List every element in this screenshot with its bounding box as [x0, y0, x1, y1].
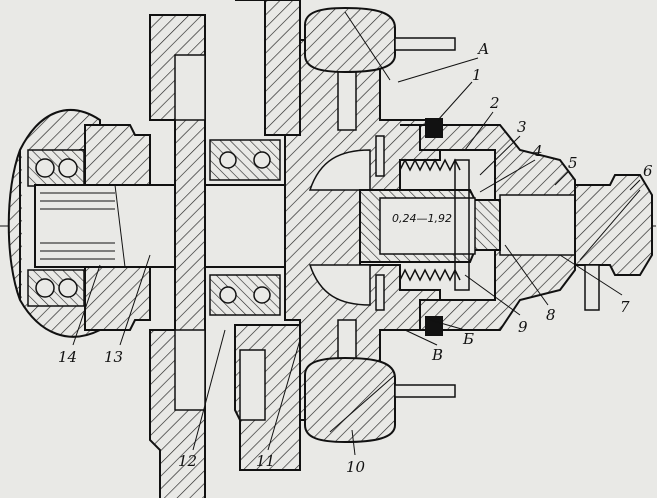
seal-bottom	[425, 316, 443, 336]
bottom-fitting	[304, 356, 456, 444]
label-12: 12	[178, 452, 197, 470]
central-flange	[284, 39, 441, 421]
middle-bearing-top	[209, 139, 281, 181]
label-7: 7	[620, 298, 630, 316]
seal-top	[425, 118, 443, 138]
end-nut	[574, 174, 653, 311]
label-3: 3	[517, 118, 527, 136]
left-bearing-top	[27, 149, 85, 187]
label-4: 4	[532, 142, 543, 160]
label-6: 6	[643, 162, 653, 180]
label-1: 1	[472, 66, 482, 84]
gap-dimension: 0,24—1,92	[392, 212, 452, 225]
label-B: Б	[462, 330, 474, 348]
left-bearing-bottom	[27, 269, 85, 307]
label-8: 8	[546, 306, 556, 324]
spring	[399, 158, 470, 291]
label-14: 14	[58, 348, 77, 366]
label-10: 10	[346, 458, 366, 476]
label-A: А	[477, 40, 489, 58]
main-shaft	[34, 184, 306, 268]
label-11: 11	[256, 452, 275, 470]
top-fitting	[304, 6, 456, 81]
label-V: В	[431, 346, 443, 364]
driven-gear-top	[235, 0, 301, 136]
leader-lines	[72, 57, 641, 456]
label-9: 9	[518, 318, 528, 336]
label-2: 2	[489, 94, 500, 112]
label-5: 5	[568, 154, 578, 172]
right-housing	[400, 124, 576, 331]
middle-bearing-bottom	[209, 274, 281, 316]
label-13: 13	[104, 348, 123, 366]
